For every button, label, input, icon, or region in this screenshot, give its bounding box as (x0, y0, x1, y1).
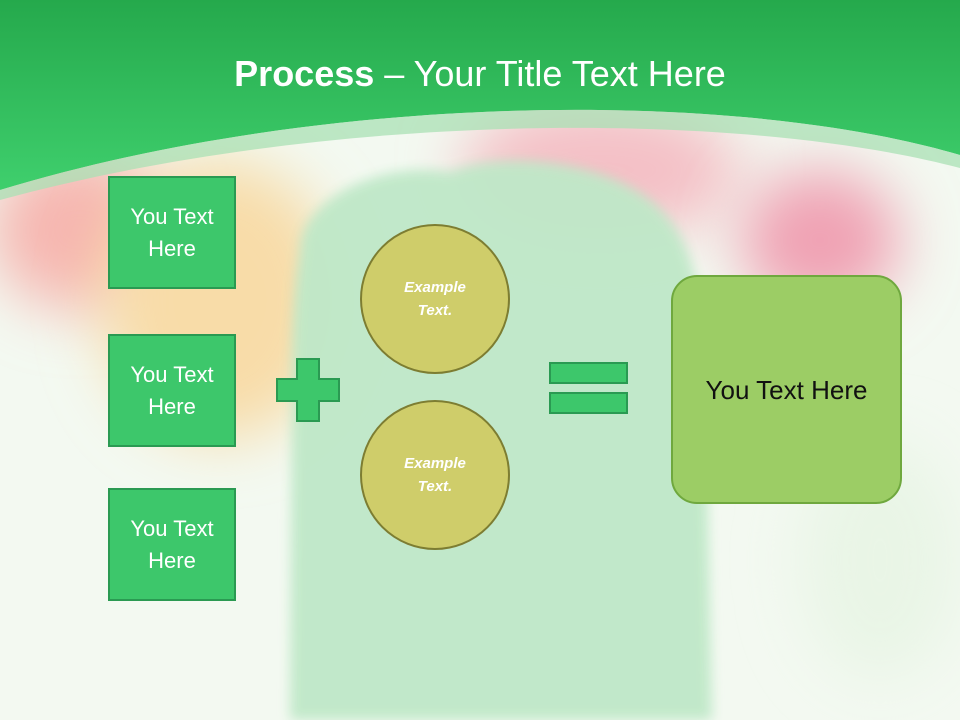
result-box[interactable]: You Text Here (671, 275, 902, 504)
example-circle-2-label: Example Text. (404, 455, 466, 495)
equals-icon (549, 362, 628, 414)
title-rest: – Your Title Text Here (374, 53, 726, 94)
plus-icon (276, 358, 340, 422)
input-box-3[interactable]: You Text Here (108, 488, 236, 601)
input-box-3-label: You Text Here (130, 515, 214, 573)
input-box-2[interactable]: You Text Here (108, 334, 236, 447)
example-circle-2[interactable]: Example Text. (360, 400, 510, 550)
example-circle-1-label: Example Text. (404, 279, 466, 319)
slide-title: Process – Your Title Text Here (0, 50, 960, 98)
title-bold: Process (234, 53, 375, 94)
input-box-1[interactable]: You Text Here (108, 176, 236, 289)
result-box-label: You Text Here (705, 374, 868, 405)
input-box-1-label: You Text Here (130, 203, 214, 261)
input-box-2-label: You Text Here (130, 361, 214, 419)
example-circle-1[interactable]: Example Text. (360, 224, 510, 374)
